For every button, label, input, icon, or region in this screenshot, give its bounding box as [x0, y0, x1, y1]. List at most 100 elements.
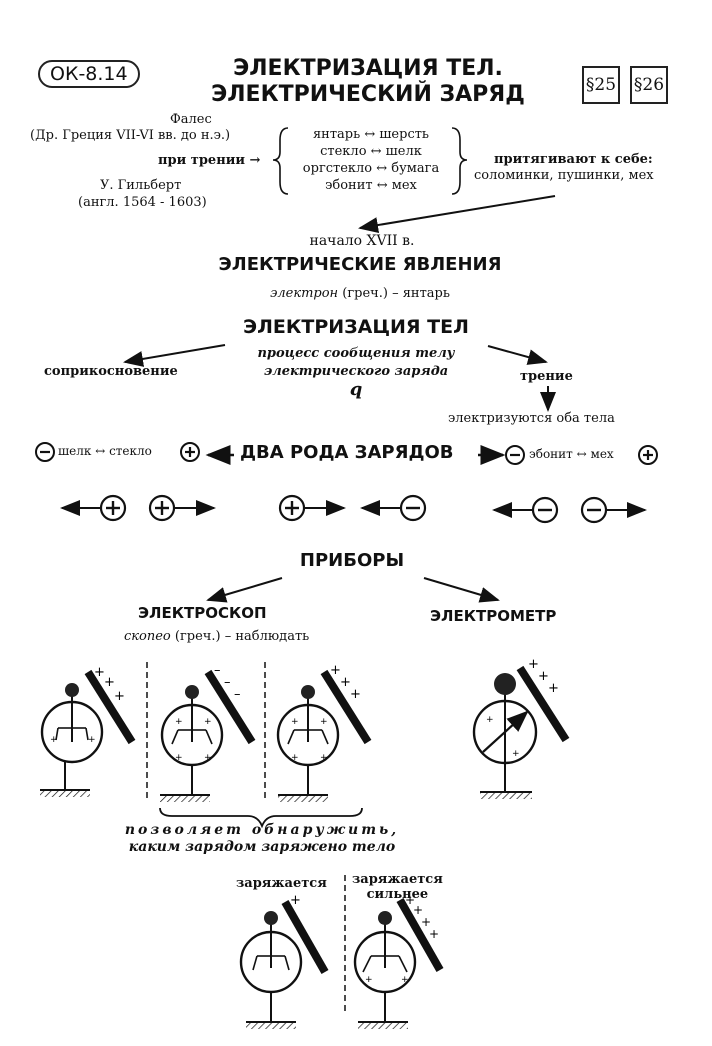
gilbert-name: У. Гильберт [100, 178, 182, 193]
plus-charge-icon [638, 445, 658, 465]
svg-text:+: + [94, 665, 105, 680]
svg-text:+: + [401, 975, 409, 985]
minus-charge-icon [505, 445, 525, 465]
electrization-title: ЭЛЕКТРИЗАЦИЯ ТЕЛ [243, 316, 469, 338]
detect-line-2: каким зарядом заряжено тело [128, 839, 396, 855]
title-line-1: ЭЛЕКТРИЗАЦИЯ ТЕЛ. [233, 56, 503, 81]
charging-more-line-1: заряжается [352, 872, 443, 887]
attract-items: соломинки, пушинки, мех [474, 168, 654, 183]
svg-text:+: + [290, 893, 301, 908]
svg-text:+: + [175, 717, 183, 727]
svg-text:+: + [512, 749, 520, 759]
charging-label: заряжается [236, 876, 327, 891]
svg-text:+: + [330, 663, 341, 678]
svg-text:+: + [429, 927, 439, 941]
svg-text:+: + [104, 675, 115, 690]
svg-text:+: + [548, 681, 559, 696]
charging-more-label: заряжается сильнее [352, 872, 443, 902]
svg-text:+: + [528, 657, 539, 672]
contact-label: соприкосновение [44, 364, 178, 379]
paragraph-ref-25[interactable]: §25 [582, 66, 620, 104]
left-pair-label: шелк ↔ стекло [58, 444, 152, 458]
arrow-to-electrometer [423, 577, 500, 603]
svg-text:+: + [88, 735, 96, 745]
charges-title: ДВА РОДА ЗАРЯДОВ [240, 442, 454, 463]
svg-text:+: + [175, 753, 183, 763]
century-label: начало XVII в. [309, 233, 415, 249]
pair-item: стекло ↔ шелк [320, 144, 422, 159]
etymology-word: электрон [270, 286, 339, 301]
thales-dates: (Др. Греция VII-VI вв. до н.э.) [30, 128, 231, 143]
electroscope-charged-more: + + + + + + [353, 893, 444, 1029]
electroscope-title: ЭЛЕКТРОСКОП [138, 604, 267, 622]
svg-text:+: + [340, 675, 351, 690]
svg-text:+: + [320, 717, 328, 727]
right-brace [451, 127, 468, 195]
charging-more-line-2: сильнее [366, 887, 429, 902]
svg-text:+: + [413, 903, 423, 917]
svg-text:–: – [234, 687, 241, 702]
electroscope-neutral: + + + + + [40, 665, 136, 797]
svg-text:+: + [350, 687, 361, 702]
svg-text:+: + [114, 689, 125, 704]
skopeo-word: скопео [124, 629, 171, 644]
svg-text:–: – [214, 663, 221, 678]
svg-text:+: + [320, 753, 328, 763]
detect-caption: позволяет обнаружить, каким зарядом заря… [125, 822, 399, 856]
pair-item: янтарь ↔ шерсть [312, 127, 430, 142]
svg-text:+: + [291, 753, 299, 763]
minus-charge-icon [35, 442, 55, 462]
pair-item: оргстекло ↔ бумага [302, 161, 440, 176]
svg-text:+: + [538, 669, 549, 684]
process-line-1: процесс сообщения телу [257, 346, 455, 361]
svg-text:+: + [204, 753, 212, 763]
paragraph-ref-26[interactable]: §26 [630, 66, 668, 104]
svg-text:–: – [224, 675, 231, 690]
like-charges-repel-positive [60, 494, 216, 522]
plus-charge-icon [180, 442, 200, 462]
process-definition: процесс сообщения телу электрического за… [257, 345, 454, 399]
skopeo-rest: (греч.) – наблюдать [174, 629, 310, 644]
lesson-code: ОК-8.14 [38, 60, 140, 88]
attract-title: притягивают к себе: [494, 152, 653, 167]
electroscope-charged: + [239, 893, 329, 1029]
arrow-to-electroscope [206, 577, 283, 603]
gilbert-dates: (англ. 1564 - 1603) [78, 195, 207, 210]
svg-text:+: + [365, 975, 373, 985]
etymology: электрон (греч.) – янтарь [270, 286, 450, 301]
svg-text:+: + [421, 915, 431, 929]
devices-title: ПРИБОРЫ [299, 550, 405, 571]
left-brace [272, 127, 289, 195]
svg-text:+: + [50, 735, 58, 745]
etymology-rest: (греч.) – янтарь [342, 286, 450, 301]
detect-line-1: позволяет обнаружить, [124, 822, 400, 838]
arrow-to-friction [487, 345, 548, 365]
svg-text:+: + [204, 717, 212, 727]
friction-method: трение [520, 369, 573, 384]
charge-symbol: q [349, 379, 363, 400]
svg-text:+: + [486, 715, 494, 725]
svg-text:+: + [291, 717, 299, 727]
like-charges-repel-negative [492, 496, 647, 524]
electrometer-title: ЭЛЕКТРОМЕТР [430, 607, 557, 625]
arrow-to-phenomena [358, 195, 556, 233]
phenomena-title: ЭЛЕКТРИЧЕСКИЕ ЯВЛЕНИЯ [218, 254, 502, 275]
electrometer-drawing: + + + + + [472, 657, 570, 799]
material-pairs: янтарь ↔ шерсть стекло ↔ шелк оргстекло … [288, 126, 454, 194]
opposite-charges-attract [278, 494, 427, 522]
thales-name: Фалес [170, 112, 212, 127]
friction-label: при трении → [158, 153, 261, 168]
electroscope-positive-rod: + + + + + + + [276, 663, 372, 802]
electroscope-negative-rod: + + + + – – – [160, 663, 256, 802]
bottom-brace [159, 807, 363, 829]
process-line-2: электрического заряда [263, 364, 449, 379]
arrow-to-contact [123, 344, 226, 367]
right-pair-label: эбонит ↔ мех [529, 447, 614, 461]
svg-text:+: + [405, 893, 415, 907]
both-bodies-label: электризуются оба тела [448, 411, 615, 426]
skopeo-etymology: скопео (греч.) – наблюдать [124, 629, 309, 644]
title-line-2: ЭЛЕКТРИЧЕСКИЙ ЗАРЯД [211, 82, 525, 107]
pair-item: эбонит ↔ мех [325, 178, 417, 193]
page-title: ЭЛЕКТРИЗАЦИЯ ТЕЛ. ЭЛЕКТРИЧЕСКИЙ ЗАРЯД [211, 56, 525, 108]
